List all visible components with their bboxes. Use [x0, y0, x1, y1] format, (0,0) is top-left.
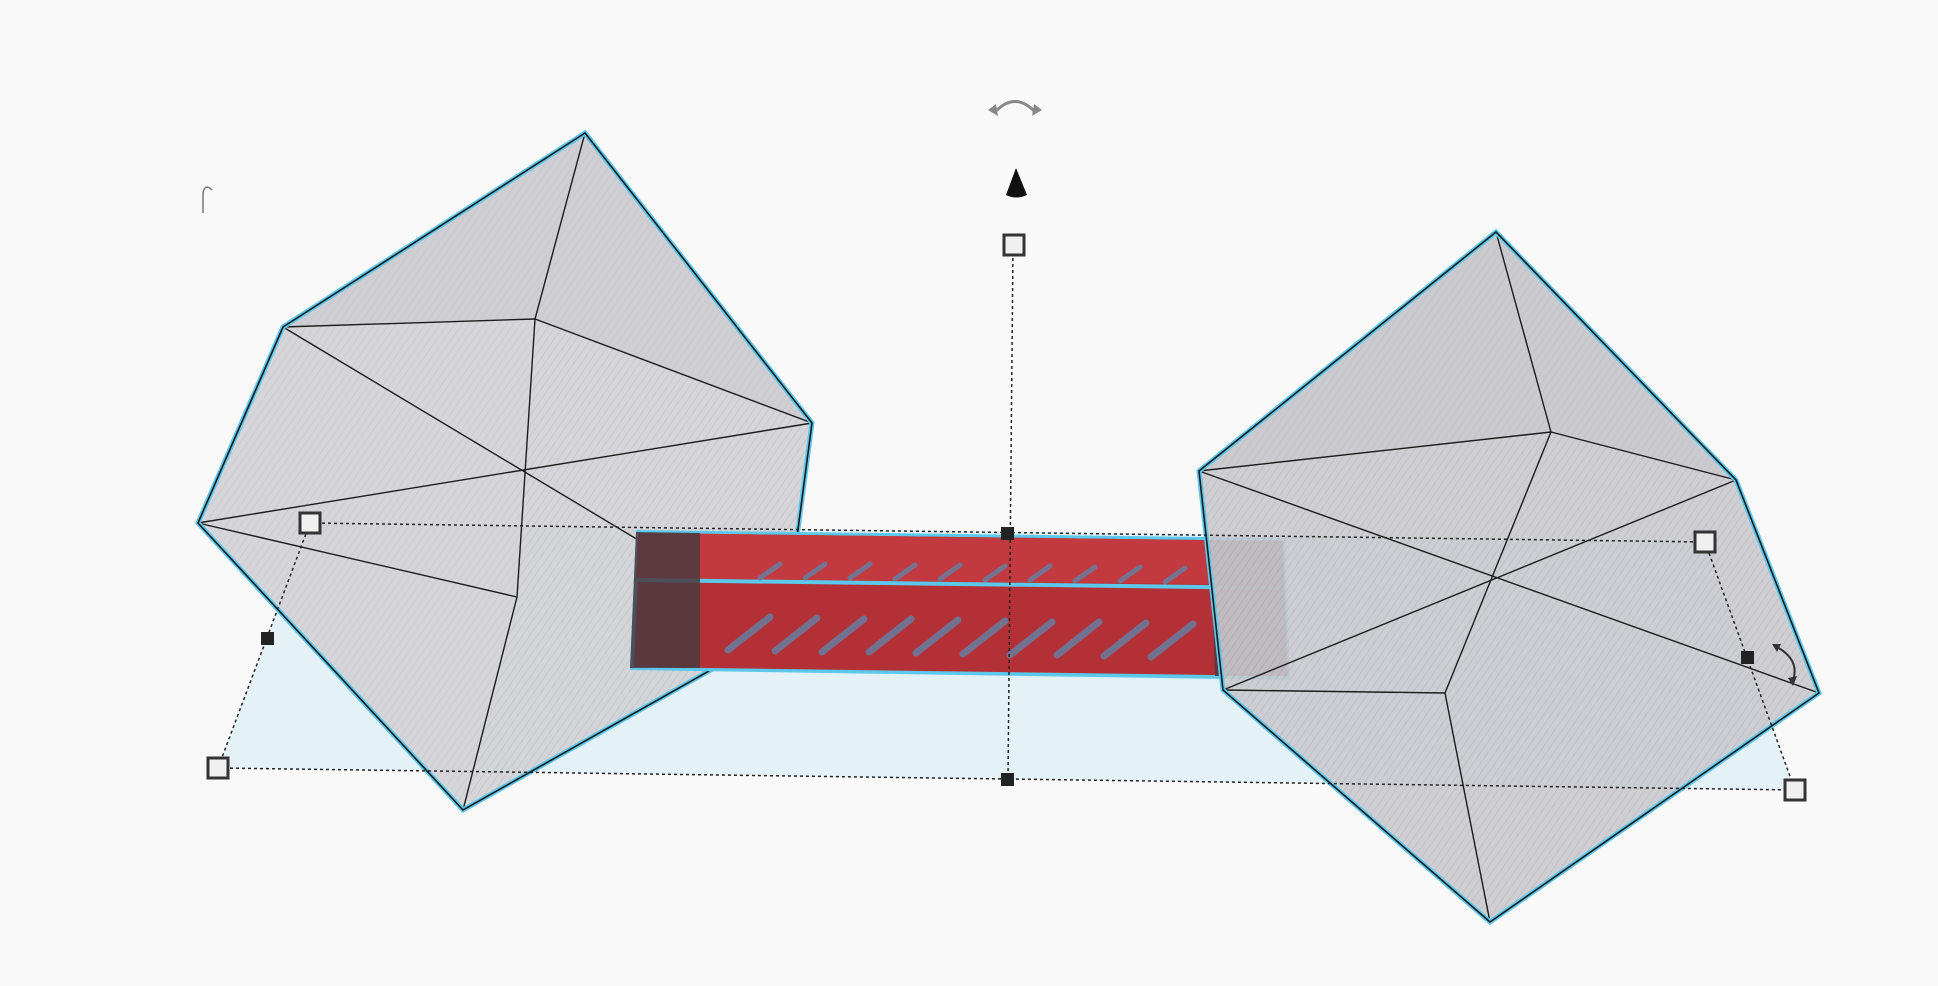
rotate-arrow-icon[interactable]: [202, 186, 213, 213]
lift-cone-icon[interactable]: [1006, 168, 1027, 198]
right-hole-cube[interactable]: [1196, 228, 1823, 926]
edge-handle-right[interactable]: [1741, 651, 1754, 664]
scale-handle-bottom-right[interactable]: [1783, 778, 1807, 802]
rotate-arrow-icon[interactable]: [988, 100, 1042, 117]
scale-handle-top-right[interactable]: [1693, 530, 1717, 554]
height-handle[interactable]: [1002, 233, 1026, 257]
rotate-arrow-icon[interactable]: [1772, 644, 1797, 686]
edge-handle-bottom[interactable]: [1001, 773, 1014, 786]
center-red-box[interactable]: [630, 530, 1290, 680]
edge-handle-left[interactable]: [261, 632, 274, 645]
edge-handle-top[interactable]: [1001, 527, 1014, 540]
scale-handle-top-left[interactable]: [298, 511, 322, 535]
scale-handle-bottom-left[interactable]: [206, 756, 230, 780]
